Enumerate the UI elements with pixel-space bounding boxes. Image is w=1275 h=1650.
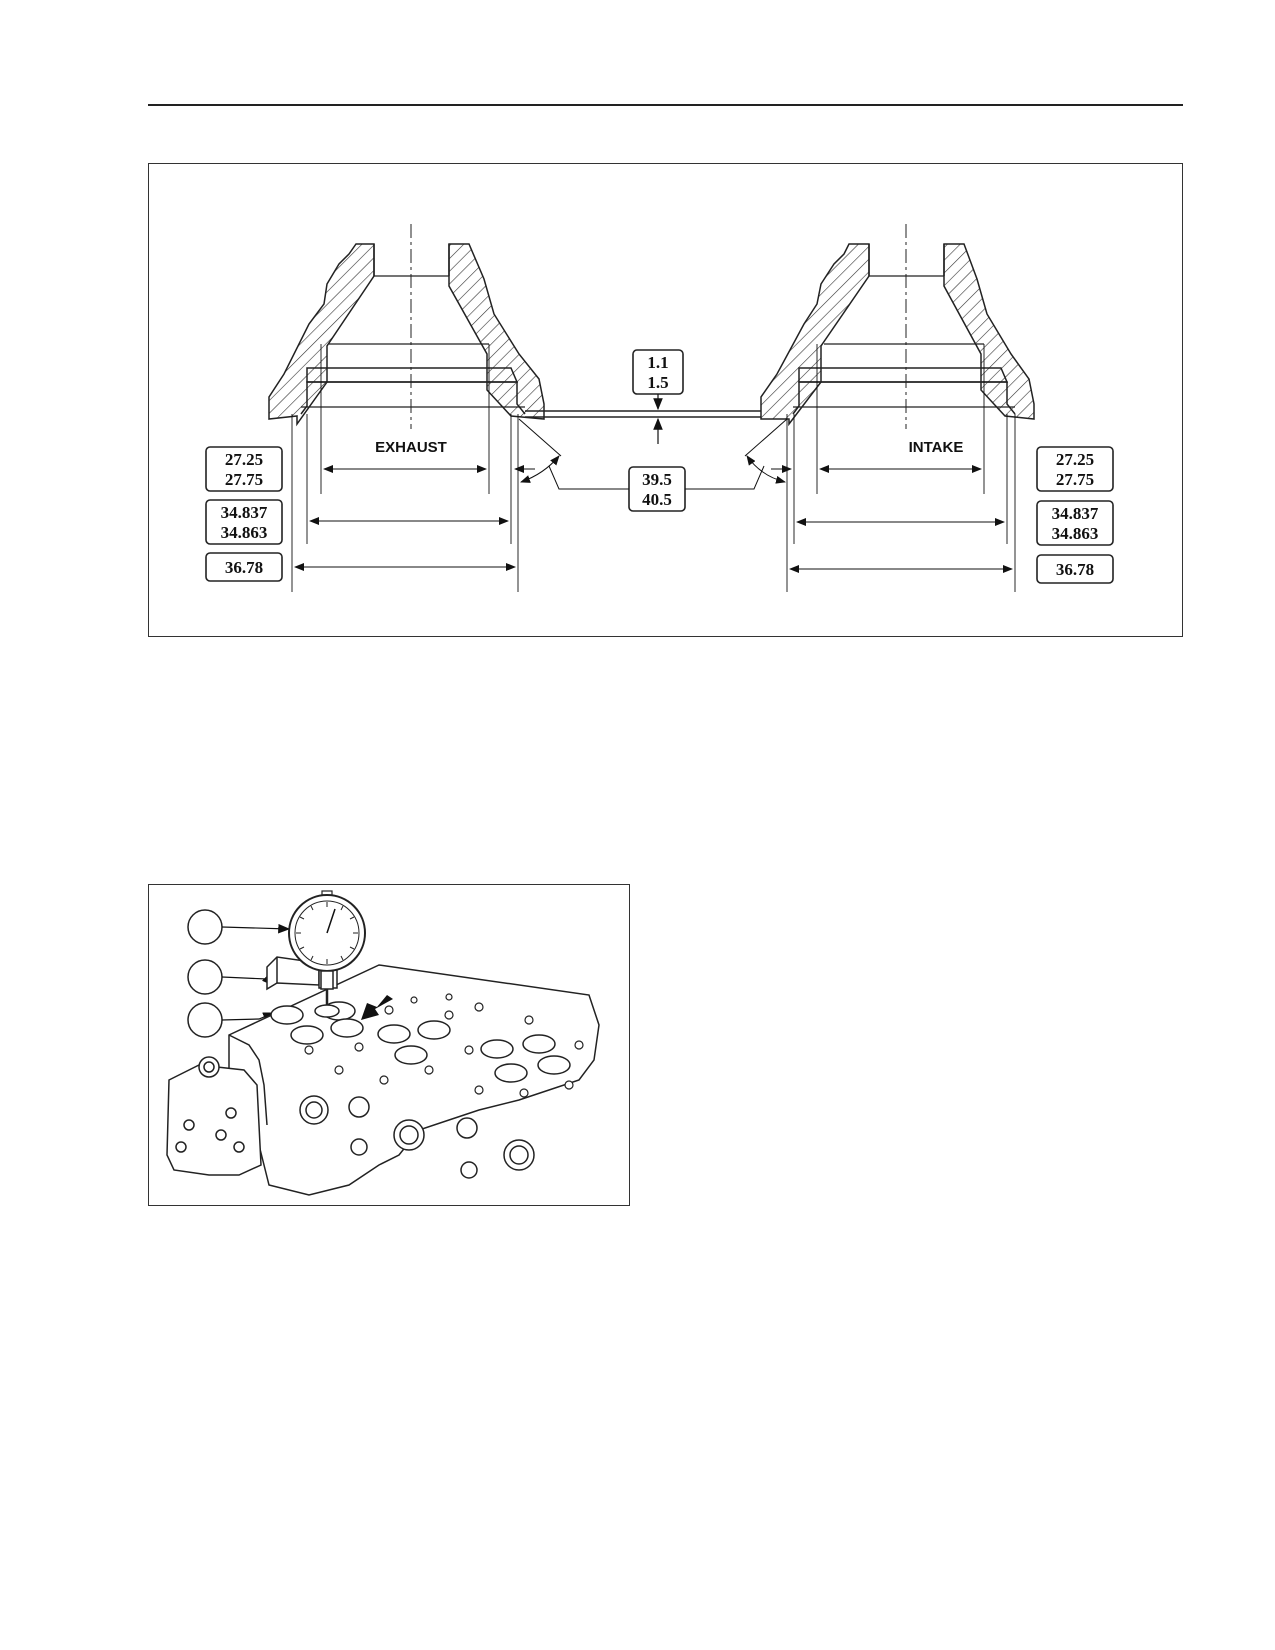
- exhaust-outer-dimension: 36.78: [205, 552, 283, 582]
- dial-indicator: [288, 890, 366, 1018]
- exhaust-seat-bore-dimension: 34.837 34.863: [205, 499, 283, 545]
- callout-2: [187, 959, 223, 995]
- exhaust-throat-min: 27.25: [225, 450, 263, 469]
- exhaust-extension-lines: [291, 344, 519, 592]
- seat-angle-min: 39.5: [642, 470, 672, 489]
- recess-dimension: 1.1 1.5: [632, 349, 684, 444]
- callout-circles: [187, 909, 291, 1038]
- callout-3: [187, 1002, 223, 1038]
- exhaust-seat-bore-max: 34.863: [221, 523, 268, 542]
- intake-port: [760, 224, 1035, 429]
- exhaust-seat-bore-min: 34.837: [221, 503, 268, 522]
- intake-outer-dimension: 36.78: [1036, 554, 1114, 584]
- intake-throat-min: 27.25: [1056, 450, 1094, 469]
- exhaust-outer-value: 36.78: [225, 558, 263, 577]
- intake-label: INTAKE: [909, 439, 964, 456]
- recess-max: 1.5: [647, 373, 668, 392]
- exhaust-throat-dimension: 27.25 27.75: [205, 446, 283, 492]
- pointer-arrow: [361, 995, 393, 1020]
- intake-seat-bore-min: 34.837: [1052, 504, 1099, 523]
- valve-seat-drawing: EXHAUST INTAKE 1.1 1.5 39.5 40.5: [205, 224, 1114, 592]
- head-holes: [304, 993, 584, 1098]
- intake-throat-dimension: 27.25 27.75: [1036, 446, 1114, 492]
- recess-min: 1.1: [647, 353, 668, 372]
- callout-1: [187, 909, 223, 945]
- intake-seat-bore-max: 34.863: [1052, 524, 1099, 543]
- dial-gauge-illustration: [148, 884, 630, 1206]
- seat-angle-max: 40.5: [642, 490, 672, 509]
- exhaust-label: EXHAUST: [375, 439, 447, 456]
- intake-seat-bore-dimension: 34.837 34.863: [1036, 500, 1114, 546]
- exhaust-port: [268, 224, 545, 429]
- intake-extension-lines: [786, 344, 1016, 592]
- intake-outer-value: 36.78: [1056, 560, 1094, 579]
- dial-needle: [326, 908, 336, 934]
- seat-angle-dimension: 39.5 40.5: [518, 418, 788, 512]
- header-rule: [148, 104, 1183, 106]
- exhaust-throat-max: 27.75: [225, 470, 263, 489]
- side-ports: [299, 1095, 535, 1179]
- dial-ticks: [296, 902, 358, 964]
- cylinder-head-drawing: [166, 890, 600, 1196]
- intake-throat-max: 27.75: [1056, 470, 1094, 489]
- valve-seat-diagram: EXHAUST INTAKE 1.1 1.5 39.5 40.5: [148, 163, 1183, 637]
